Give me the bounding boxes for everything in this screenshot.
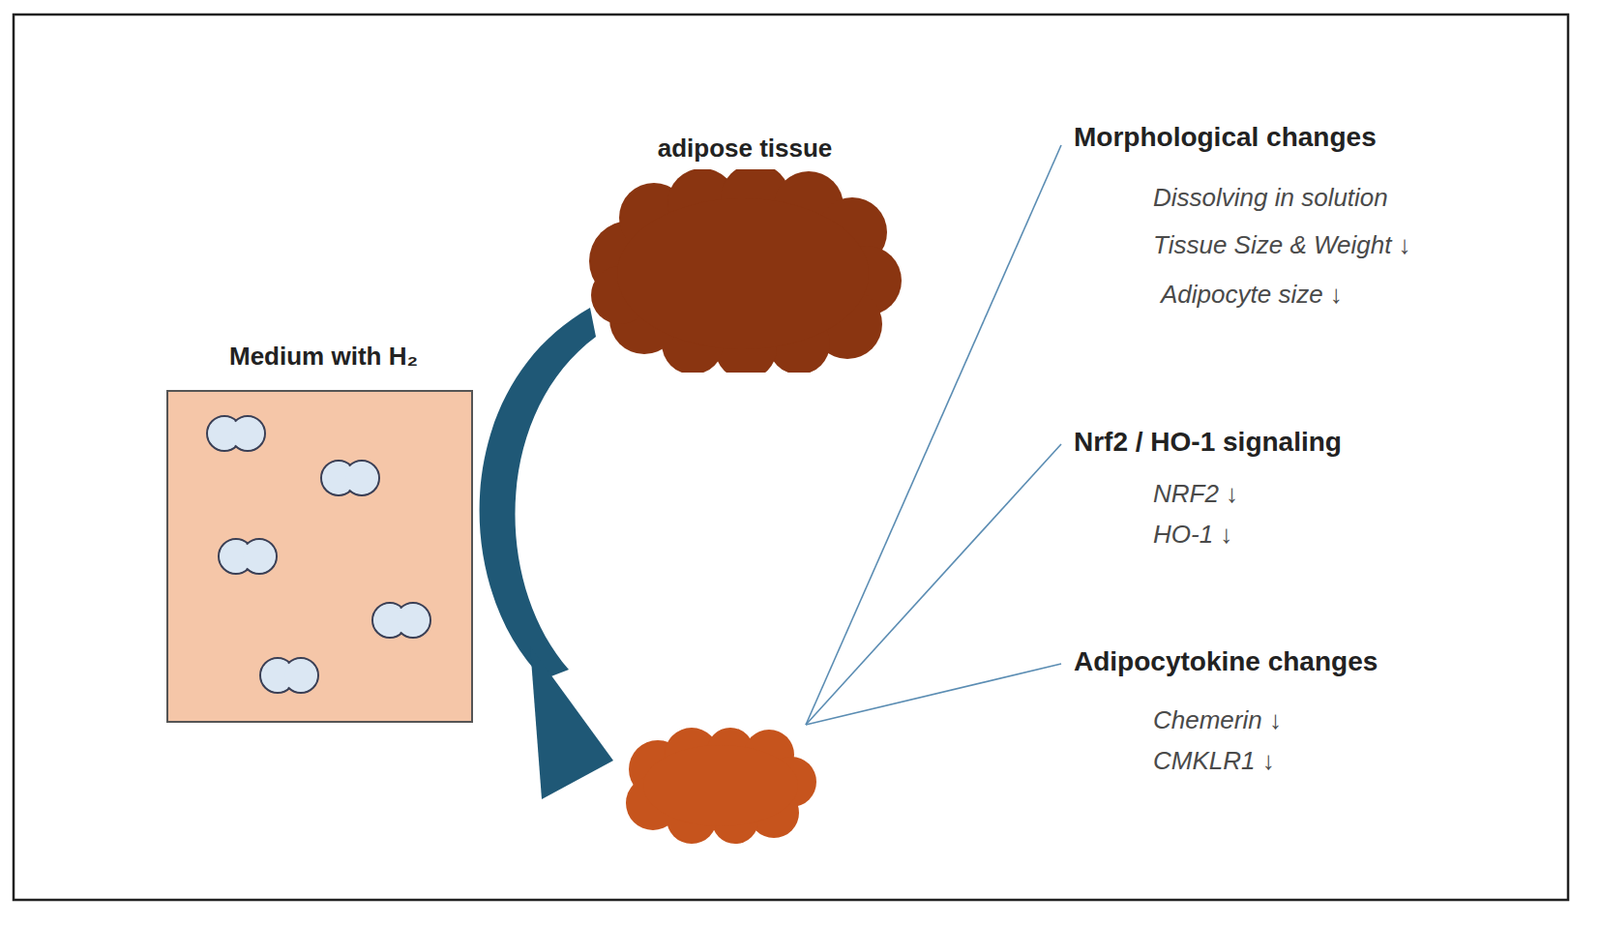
group-heading: Adipocytokine changes <box>1073 645 1378 679</box>
effect-item: Tissue Size & Weight ↓ <box>1153 228 1412 262</box>
node-heading: Medium with H₂ <box>166 338 481 374</box>
h2-molecule <box>260 657 319 693</box>
h2-molecule <box>372 602 431 638</box>
tissue-node: adipose tissue <box>576 130 914 373</box>
leader-line <box>805 663 1062 725</box>
cloud-holder <box>576 169 906 373</box>
group-heading: Morphological changes <box>1073 120 1377 154</box>
h2-molecule <box>321 460 380 496</box>
small-adipose-cloud <box>625 727 817 844</box>
arrow-head <box>530 646 614 800</box>
node-heading: adipose tissue <box>576 130 914 166</box>
effect-item: Chemerin ↓ <box>1153 703 1282 737</box>
frame-border <box>13 14 1569 900</box>
effect-item: Dissolving in solution <box>1153 180 1389 214</box>
arrow-body <box>479 307 596 680</box>
group-heading: Nrf2 / HO-1 signaling <box>1073 425 1342 459</box>
h2-molecule <box>207 415 266 451</box>
effect-item: HO-1 ↓ <box>1153 517 1233 551</box>
medium-node: Medium with H₂ <box>166 338 481 723</box>
leader-line <box>805 444 1062 725</box>
effect-item: CMKLR1 ↓ <box>1153 743 1275 777</box>
h2-molecules <box>168 391 475 725</box>
effect-item: Adipocyte size ↓ <box>1160 277 1343 311</box>
curved-arrow <box>479 307 614 800</box>
adipose-cloud <box>576 169 906 373</box>
medium-box <box>166 389 474 723</box>
effect-item: NRF2 ↓ <box>1153 476 1239 510</box>
h2-molecule <box>218 538 277 574</box>
